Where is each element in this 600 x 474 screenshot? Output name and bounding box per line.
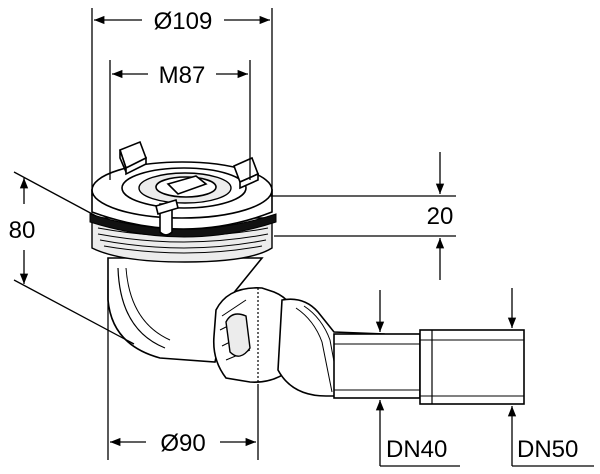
dimension-dn50: DN50 — [507, 288, 594, 467]
grate-clip-right — [232, 156, 260, 190]
dimension-height: 80 — [9, 171, 135, 345]
dn50-label: DN50 — [517, 436, 578, 463]
height-label: 80 — [9, 217, 36, 244]
thread-label: M87 — [159, 62, 206, 89]
thread-collar — [89, 213, 277, 263]
drain-body — [89, 140, 277, 363]
dn40-label: DN40 — [386, 436, 447, 463]
grate-clip-left — [119, 140, 148, 176]
dimension-thread: M87 — [109, 60, 251, 180]
bottom-diameter-label: Ø90 — [160, 430, 205, 457]
top-flange — [91, 161, 273, 236]
outer-diameter-label: Ø109 — [154, 8, 213, 35]
dimension-dn40: DN40 — [375, 290, 460, 467]
elbow-outlet — [212, 287, 525, 405]
dimension-bottom-diameter: Ø90 — [107, 280, 259, 460]
dimension-flange-gap: 20 — [270, 152, 456, 280]
flange-gap-label: 20 — [427, 203, 454, 230]
dimension-outer-diameter: Ø109 — [91, 8, 273, 196]
